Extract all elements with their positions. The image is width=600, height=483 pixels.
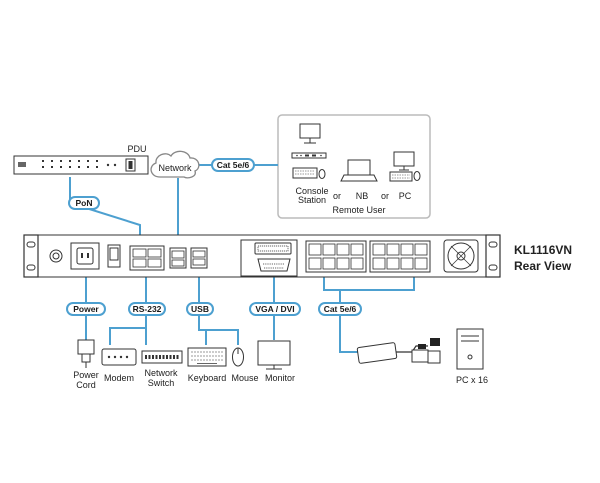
kvm-adapter-icon <box>356 338 441 364</box>
modem-icon <box>101 348 137 366</box>
pc-count-label: PC x 16 <box>456 375 488 385</box>
kvm-port-block-2 <box>369 240 431 273</box>
notebook-icon <box>340 159 378 182</box>
power-socket <box>70 242 100 270</box>
keyboard-label: Keyboard <box>188 373 227 383</box>
or-label-1: or <box>333 191 341 201</box>
power-cord-label-1: Power <box>73 370 99 380</box>
monitor-label: Monitor <box>265 373 295 383</box>
keyboard-icon <box>187 347 227 367</box>
cable-cat-merge <box>323 276 415 291</box>
cat-top-text: Cat 5e/6 <box>217 160 250 170</box>
nb-label: NB <box>356 191 369 201</box>
power-cord-label-2: Cord <box>76 380 96 390</box>
pdu-device <box>13 155 149 175</box>
vga-dvi-port-block <box>240 239 298 277</box>
pc-label: PC <box>399 191 412 201</box>
model-title: KL1116VN <box>514 243 572 257</box>
remote-user-title: Remote User <box>332 205 385 215</box>
kvm-port-block-1 <box>305 240 367 273</box>
cat-top-pill: Cat 5e/6 <box>211 158 255 172</box>
pdu-label: PDU <box>127 144 146 154</box>
vga-dvi-text: VGA / DVI <box>255 304 294 314</box>
rs232-pill: RS-232 <box>128 302 166 316</box>
pon-text: PoN <box>76 198 93 208</box>
cat-bottom-pill: Cat 5e/6 <box>318 302 362 316</box>
cable-modem <box>109 315 147 345</box>
power-pill: Power <box>66 302 106 316</box>
console-kvm-unit-icon <box>291 152 327 159</box>
remote-pc-keyboard-icon <box>389 171 413 182</box>
rs232-text: RS-232 <box>133 304 162 314</box>
vga-dvi-pill: VGA / DVI <box>249 302 301 316</box>
remote-pc-mouse-icon <box>413 171 421 181</box>
network-label: Network <box>158 163 192 173</box>
cable-mouse <box>199 329 239 345</box>
fan-icon <box>443 239 479 273</box>
pon-pill: PoN <box>68 196 100 210</box>
or-label-2: or <box>381 191 389 201</box>
cat-bottom-text: Cat 5e/6 <box>324 304 357 314</box>
modem-label: Modem <box>104 373 134 383</box>
console-monitor-icon <box>299 123 321 144</box>
power-cord-icon <box>77 339 95 368</box>
usb-port-block <box>190 247 208 269</box>
view-title: Rear View <box>514 259 572 273</box>
network-switch-icon <box>141 350 183 364</box>
mouse-label: Mouse <box>231 373 258 383</box>
monitor-icon <box>257 340 291 370</box>
power-switch <box>107 244 121 268</box>
usb-pill: USB <box>186 302 214 316</box>
network-switch-label-1: Network <box>144 368 178 378</box>
network-switch-label-2: Switch <box>148 378 175 388</box>
console-mouse-icon <box>318 169 326 179</box>
usb-text: USB <box>191 304 209 314</box>
network-cloud-icon <box>150 150 200 179</box>
ground-screw-icon <box>49 249 63 263</box>
cable-cat-to-adapter <box>339 290 358 353</box>
rs232-port-block <box>129 245 165 271</box>
remote-pc-monitor-icon <box>393 151 415 171</box>
console-label-2: Station <box>298 195 326 205</box>
mouse-icon <box>232 347 244 367</box>
power-text: Power <box>73 304 99 314</box>
console-label-1: Console <box>295 186 328 196</box>
console-keyboard-icon <box>292 167 318 179</box>
pc-tower-icon <box>456 328 484 370</box>
lan-port <box>169 247 187 269</box>
